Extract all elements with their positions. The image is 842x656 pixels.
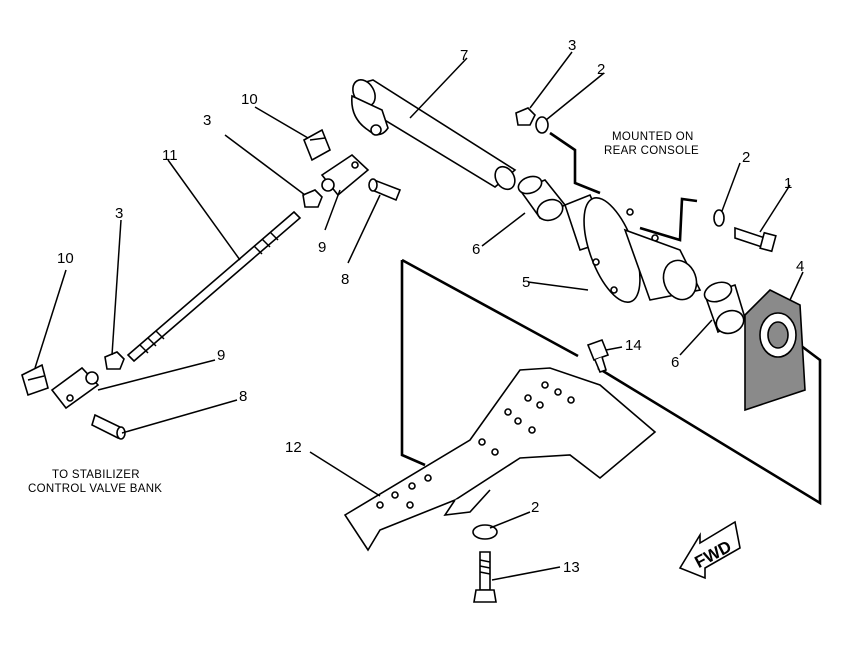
nut-part-3-clevis	[302, 189, 323, 208]
flanged-tube-part-5	[564, 193, 702, 304]
pivot-tube-part-7	[351, 79, 517, 191]
bracket-holes	[376, 381, 575, 509]
bushing-part-6-lower	[703, 281, 746, 335]
bracket-part-12	[343, 367, 657, 552]
washer-part-2-top	[535, 116, 549, 134]
callout-numbers: 1 2 2 3 4 5 6 6 7 8 9 3 10 11 3 10 9 8 1…	[57, 37, 804, 576]
nut-part-3-top	[515, 107, 536, 126]
mounting-plate-part-4	[744, 289, 806, 412]
callout-10-upper: 10	[241, 91, 258, 108]
threaded-rod-part-11	[126, 210, 302, 363]
callout-2-right: 2	[742, 149, 750, 166]
clevis-part-9-lower	[50, 366, 100, 410]
bolt-part-14	[586, 338, 610, 373]
callout-9-lower: 9	[217, 347, 225, 364]
callout-5: 5	[522, 274, 530, 291]
callout-7: 7	[460, 47, 468, 64]
callout-1: 1	[784, 175, 792, 192]
callout-2-top: 2	[597, 61, 605, 78]
callout-6-upper: 6	[472, 241, 480, 258]
note-rear-console-line1: MOUNTED ON	[612, 131, 694, 143]
callout-3-clevis: 3	[203, 112, 211, 129]
callout-13: 13	[563, 559, 580, 576]
note-rear-console-line2: REAR CONSOLE	[604, 145, 699, 157]
callout-8-upper: 8	[341, 271, 349, 288]
note-stabilizer-line2: CONTROL VALVE BANK	[28, 483, 162, 495]
callout-2-bottom: 2	[531, 499, 539, 516]
callout-11: 11	[162, 147, 178, 164]
callout-12: 12	[285, 439, 302, 456]
clip-part-10-lower	[21, 363, 49, 397]
clevis-part-9-upper	[320, 153, 370, 197]
bolt-part-13	[473, 551, 497, 603]
callout-9-upper: 9	[318, 239, 326, 256]
nut-part-3-rod	[104, 351, 125, 370]
washer-part-2-bottom	[472, 524, 498, 540]
assembly-bracket-lines	[400, 131, 822, 506]
clip-part-10-upper	[302, 128, 332, 162]
callout-10-lower: 10	[57, 250, 74, 267]
callout-8-lower: 8	[239, 388, 247, 405]
callout-14: 14	[625, 337, 642, 354]
callout-4: 4	[796, 258, 804, 275]
leader-lines	[34, 51, 804, 581]
fwd-arrow-icon: FWD	[678, 520, 741, 580]
callout-3-rod: 3	[115, 205, 123, 222]
pin-part-8-upper	[368, 178, 402, 202]
callout-3-top: 3	[568, 37, 576, 54]
washer-part-2-right	[713, 209, 725, 227]
callout-6-lower: 6	[671, 354, 679, 371]
note-stabilizer-line1: TO STABILIZER	[52, 469, 140, 481]
bushing-part-6-upper	[517, 175, 567, 222]
pin-part-8-lower	[91, 413, 126, 440]
notes: MOUNTED ON REAR CONSOLE TO STABILIZER CO…	[28, 131, 699, 495]
bolt-part-1	[734, 226, 777, 253]
